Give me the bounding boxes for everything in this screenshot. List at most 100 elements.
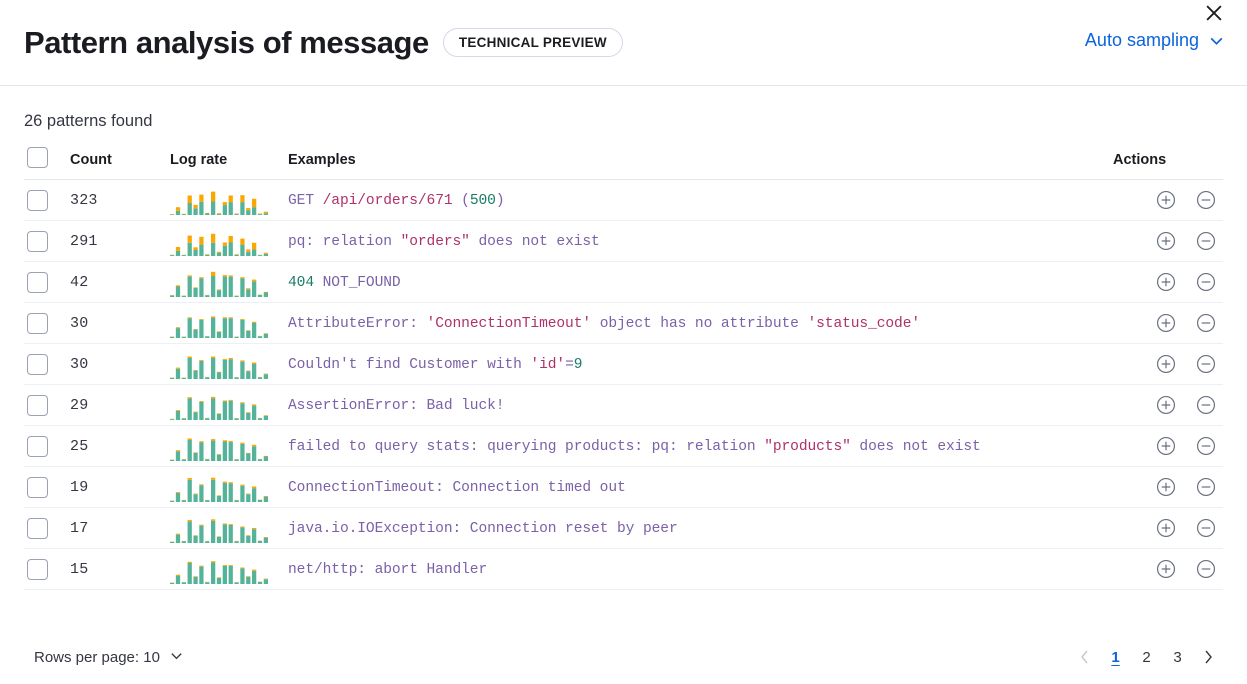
table-footer: Rows per page: 10 1 2 3 — [0, 630, 1247, 684]
table-row[interactable]: 323 GET /api/orders/671 (500) — [24, 179, 1223, 221]
example-text: net/http: abort Handler — [288, 562, 487, 578]
example-token: does not exist — [850, 439, 981, 455]
row-checkbox[interactable] — [27, 353, 48, 375]
log-rate-cell — [170, 384, 288, 426]
table-row[interactable]: 25 failed to query stats: querying produc… — [24, 425, 1223, 467]
example-token: AttributeError: — [288, 316, 427, 332]
plus-circle-icon[interactable] — [1155, 189, 1177, 211]
row-checkbox[interactable] — [27, 558, 48, 580]
row-checkbox[interactable] — [27, 271, 48, 293]
plus-circle-icon[interactable] — [1155, 517, 1177, 539]
row-checkbox[interactable] — [27, 435, 48, 457]
page-number-list: 1 2 3 — [1100, 642, 1193, 672]
example-token: = — [565, 357, 574, 373]
count-cell: 25 — [70, 425, 170, 467]
plus-circle-icon[interactable] — [1155, 435, 1177, 457]
page-number-1[interactable]: 1 — [1111, 648, 1120, 666]
example-cell: 404 NOT_FOUND — [288, 261, 1113, 303]
column-header-examples[interactable]: Examples — [288, 147, 1113, 180]
count-value: 30 — [70, 315, 89, 332]
plus-circle-icon[interactable] — [1155, 312, 1177, 334]
plus-circle-icon[interactable] — [1155, 558, 1177, 580]
select-all-checkbox[interactable] — [27, 147, 48, 168]
count-value: 17 — [70, 520, 89, 537]
example-token: GET — [288, 193, 323, 209]
chevron-right-icon[interactable] — [1193, 642, 1223, 672]
log-rate-sparkline — [170, 472, 288, 502]
example-token: ( — [452, 193, 470, 209]
minus-circle-icon[interactable] — [1195, 435, 1217, 457]
page-number-3[interactable]: 3 — [1173, 648, 1182, 666]
dialog-header: Pattern analysis of message TECHNICAL PR… — [0, 0, 1247, 86]
plus-circle-icon[interactable] — [1155, 353, 1177, 375]
row-select-cell — [24, 343, 70, 385]
plus-circle-icon[interactable] — [1155, 230, 1177, 252]
actions-cell — [1113, 261, 1223, 303]
count-cell: 30 — [70, 302, 170, 344]
count-cell: 291 — [70, 220, 170, 262]
row-checkbox[interactable] — [27, 476, 48, 498]
example-token: Couldn't find Customer with — [288, 357, 531, 373]
minus-circle-icon[interactable] — [1195, 558, 1217, 580]
minus-circle-icon[interactable] — [1195, 189, 1217, 211]
count-cell: 323 — [70, 179, 170, 221]
status-badge: TECHNICAL PREVIEW — [442, 28, 623, 57]
example-token: net/http: abort Handler — [288, 562, 488, 578]
minus-circle-icon[interactable] — [1195, 353, 1217, 375]
example-cell: ConnectionTimeout: Connection timed out — [288, 466, 1113, 508]
column-header-actions: Actions — [1113, 147, 1223, 180]
row-checkbox[interactable] — [27, 189, 48, 211]
log-rate-sparkline — [170, 390, 288, 420]
auto-sampling-dropdown[interactable]: Auto sampling — [1085, 30, 1225, 51]
minus-circle-icon[interactable] — [1195, 271, 1217, 293]
plus-circle-icon[interactable] — [1155, 394, 1177, 416]
table-row[interactable]: 42 404 NOT_FOUND — [24, 261, 1223, 303]
actions-cell — [1113, 179, 1223, 221]
row-select-cell — [24, 220, 70, 262]
minus-circle-icon[interactable] — [1195, 517, 1217, 539]
example-cell: failed to query stats: querying products… — [288, 425, 1113, 467]
log-rate-cell — [170, 220, 288, 262]
row-checkbox[interactable] — [27, 394, 48, 416]
chevron-left-icon[interactable] — [1070, 642, 1100, 672]
column-header-count[interactable]: Count — [70, 147, 170, 180]
count-cell: 29 — [70, 384, 170, 426]
plus-circle-icon[interactable] — [1155, 271, 1177, 293]
row-select-cell — [24, 425, 70, 467]
minus-circle-icon[interactable] — [1195, 230, 1217, 252]
log-rate-cell — [170, 466, 288, 508]
rows-per-page-selector[interactable]: Rows per page: 10 — [24, 648, 184, 667]
minus-circle-icon[interactable] — [1195, 476, 1217, 498]
example-token: 500 — [469, 193, 496, 209]
row-select-cell — [24, 179, 70, 221]
patterns-found-count: 26 patterns found — [24, 112, 153, 130]
count-value: 42 — [70, 274, 89, 291]
column-header-log-rate[interactable]: Log rate — [170, 147, 288, 180]
example-cell: AttributeError: 'ConnectionTimeout' obje… — [288, 302, 1113, 344]
example-cell: GET /api/orders/671 (500) — [288, 179, 1113, 221]
plus-circle-icon[interactable] — [1155, 476, 1177, 498]
actions-cell — [1113, 507, 1223, 549]
table-row[interactable]: 30 AttributeError: 'ConnectionTimeout' ob… — [24, 302, 1223, 344]
close-icon[interactable] — [1203, 2, 1225, 24]
minus-circle-icon[interactable] — [1195, 312, 1217, 334]
minus-circle-icon[interactable] — [1195, 394, 1217, 416]
example-token: 'id' — [530, 357, 566, 373]
row-checkbox[interactable] — [27, 517, 48, 539]
example-token: ConnectionTimeout: Connection timed out — [288, 480, 626, 496]
log-rate-sparkline — [170, 554, 288, 584]
example-cell: Couldn't find Customer with 'id'=9 — [288, 343, 1113, 385]
log-rate-sparkline — [170, 308, 288, 338]
row-select-cell — [24, 548, 70, 590]
actions-cell — [1113, 220, 1223, 262]
row-checkbox[interactable] — [27, 312, 48, 334]
page-number-2[interactable]: 2 — [1142, 648, 1151, 666]
row-checkbox[interactable] — [27, 230, 48, 252]
log-rate-sparkline — [170, 226, 288, 256]
